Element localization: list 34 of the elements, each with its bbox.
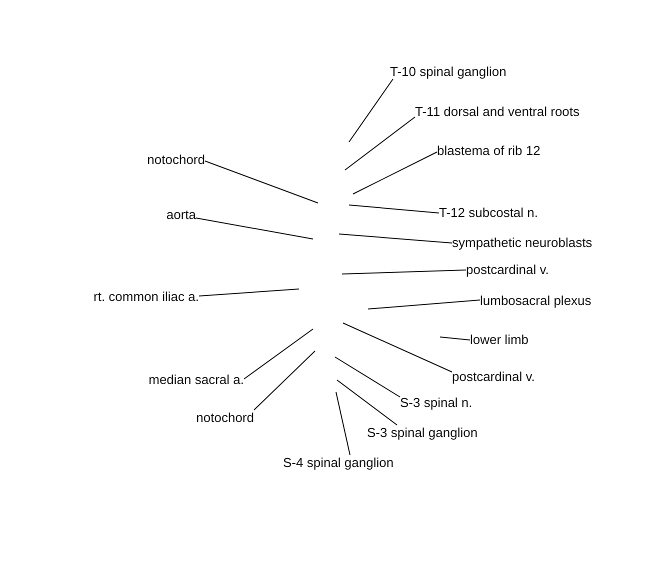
part-label: T-11 dorsal and ventral roots (415, 104, 580, 119)
part-label: median sacral a. (148, 372, 244, 387)
leader-line (348, 204, 440, 214)
leader-line (440, 336, 470, 340)
leader-line (244, 328, 314, 380)
leader-line (344, 116, 416, 170)
part-label: postcardinal v. (466, 262, 549, 277)
part-label: sympathetic neuroblasts (452, 235, 592, 250)
leader-line (334, 356, 400, 398)
part-label: S-3 spinal ganglion (367, 425, 478, 440)
part-label: lumbosacral plexus (480, 293, 592, 308)
leader-line (336, 392, 350, 456)
leader-line (368, 300, 480, 310)
part-label: T-10 spinal ganglion (390, 64, 506, 79)
leader-line (342, 322, 452, 372)
part-label: lower limb (470, 332, 529, 347)
leader-line (342, 270, 466, 274)
leader-line (348, 78, 394, 142)
part-label: T-12 subcostal n. (439, 205, 538, 220)
part-label: S-3 spinal n. (400, 395, 472, 410)
part-label: aorta (166, 207, 196, 222)
part-label: rt. common iliac a. (94, 289, 199, 304)
part-label: postcardinal v. (452, 369, 535, 384)
part-label: notochord (196, 410, 254, 425)
leader-line (336, 380, 398, 426)
leader-line (198, 288, 300, 296)
leader-line (196, 218, 314, 240)
part-label: S-4 spinal ganglion (283, 455, 394, 470)
part-label: notochord (147, 152, 205, 167)
leader-line (352, 152, 438, 194)
leader-line (338, 234, 452, 244)
leader-line (204, 160, 318, 204)
leader-line (254, 350, 316, 410)
part-label: blastema of rib 12 (437, 143, 540, 158)
